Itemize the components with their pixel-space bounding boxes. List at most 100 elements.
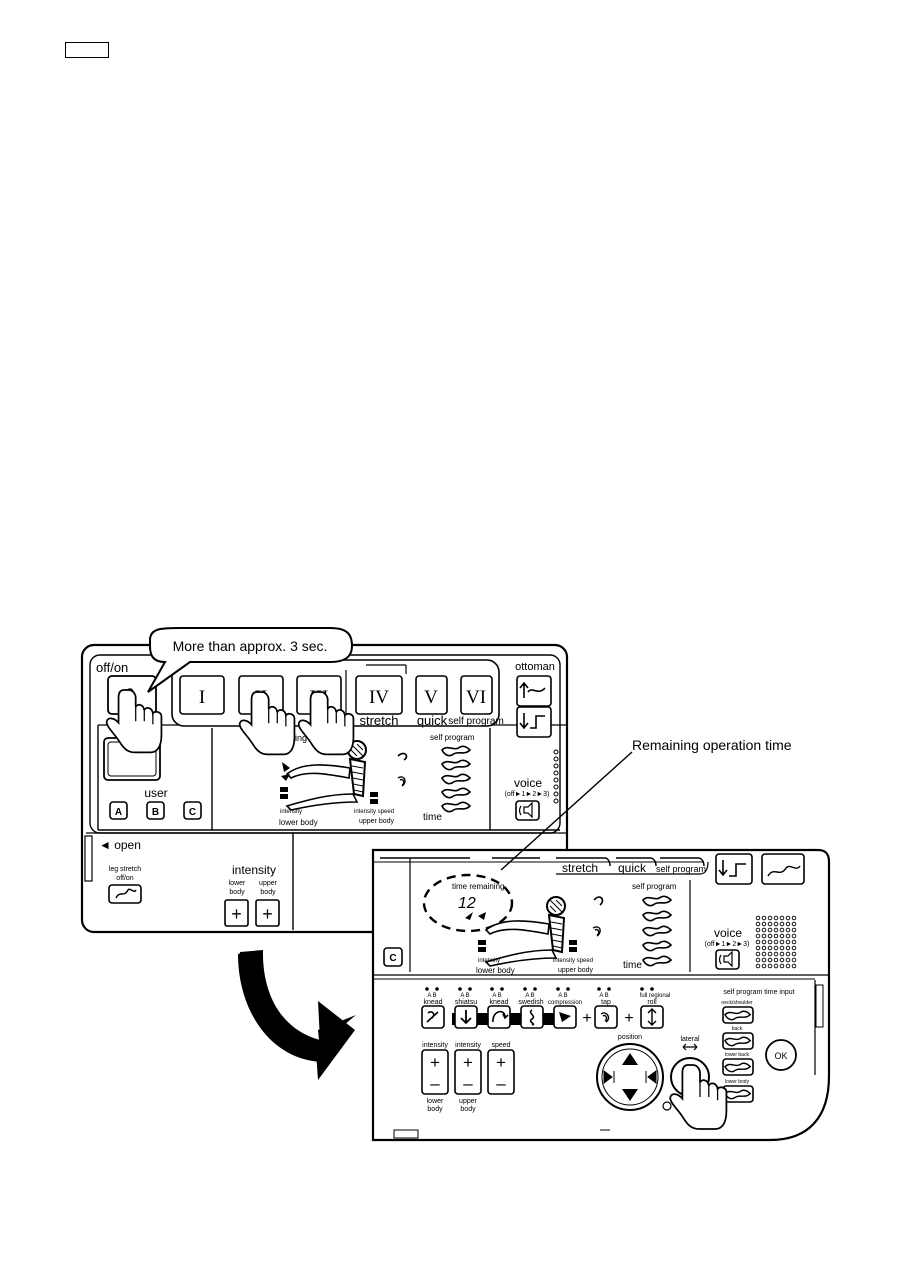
lower-label: lower bbox=[229, 880, 246, 887]
speed-stepper[interactable]: + – bbox=[487, 1049, 515, 1095]
transition-arrow-head bbox=[239, 950, 355, 1080]
mode-knead-b-button[interactable] bbox=[487, 1005, 511, 1029]
roll-label: roll bbox=[647, 999, 657, 1006]
mode-compression-label: compression bbox=[548, 1000, 582, 1006]
intensity-lower-plus-button[interactable]: + bbox=[224, 899, 249, 927]
ottoman-up-icon bbox=[519, 681, 546, 698]
svg-text:–: – bbox=[463, 1074, 473, 1093]
tap-indicator-icon bbox=[397, 776, 406, 787]
lateral-arrow-icon bbox=[682, 1043, 698, 1051]
bottom-time-label: time bbox=[623, 960, 642, 971]
user-button-b[interactable]: B bbox=[146, 801, 165, 820]
leg-stretch-button-bottom[interactable] bbox=[761, 853, 805, 885]
remaining-leader-line bbox=[500, 751, 633, 871]
knead-b-icon bbox=[492, 1010, 509, 1023]
user-button-a[interactable]: A bbox=[109, 801, 128, 820]
intensity-upper-stepper[interactable]: + – bbox=[454, 1049, 482, 1095]
self-time-input-label: self program time input bbox=[723, 989, 794, 996]
mode-knead-a-button[interactable] bbox=[421, 1005, 445, 1029]
svg-text:+: + bbox=[262, 904, 273, 924]
leg-stretch-sub-label: off/on bbox=[116, 875, 133, 882]
lateral-label: lateral bbox=[680, 1036, 700, 1043]
program-button-5[interactable]: V bbox=[415, 675, 448, 715]
mode-shiatsu-button[interactable] bbox=[454, 1005, 478, 1029]
int2-label: intensity bbox=[455, 1042, 481, 1049]
stretch-label: stretch bbox=[359, 713, 398, 728]
time-remaining-value: 12 bbox=[458, 895, 476, 912]
voice-sub-label: (off►1►2►3) bbox=[505, 791, 550, 798]
tab-stretch: stretch bbox=[562, 861, 598, 875]
ottoman-down-icon bbox=[718, 860, 746, 877]
callout-bubble: More than approx. 3 sec. bbox=[147, 627, 354, 693]
ottoman-down-button[interactable] bbox=[516, 706, 552, 738]
svg-text:A B: A B bbox=[525, 993, 534, 999]
mode-swedish-button[interactable] bbox=[520, 1005, 544, 1029]
svg-text:neck/shoulder: neck/shoulder bbox=[721, 1000, 752, 1006]
position-right-icon bbox=[645, 1070, 657, 1084]
ottoman-down-button-bottom[interactable] bbox=[715, 853, 753, 885]
program-button-1[interactable]: I bbox=[179, 675, 225, 715]
mode-compression-button[interactable] bbox=[553, 1005, 577, 1029]
ok-button[interactable]: OK bbox=[765, 1039, 797, 1071]
mode-shiatsu-label: shiatsu bbox=[455, 999, 477, 1006]
neck-shoulder-button[interactable] bbox=[722, 1006, 754, 1024]
svg-text:+: + bbox=[582, 1010, 591, 1027]
tap-icon bbox=[600, 1012, 610, 1023]
intensity-lower-stepper[interactable]: + – bbox=[421, 1049, 449, 1095]
svg-text:lower: lower bbox=[427, 1098, 444, 1105]
swedish-icon bbox=[529, 1009, 535, 1026]
svg-text:A B: A B bbox=[427, 993, 436, 999]
voice-button[interactable] bbox=[515, 800, 540, 821]
position-pad[interactable] bbox=[596, 1043, 664, 1111]
ottoman-down-icon bbox=[519, 713, 545, 730]
user-label: user bbox=[144, 786, 167, 800]
bottom-lower-body-label: lower body bbox=[476, 966, 515, 975]
svg-text:body: body bbox=[460, 1106, 476, 1113]
bottom-intensity-label: intensity bbox=[478, 958, 500, 964]
self-program-label: self program bbox=[448, 716, 504, 727]
time-remaining-label: time remaining bbox=[452, 882, 504, 891]
mode-indicator-icon bbox=[281, 762, 290, 781]
svg-text:A B: A B bbox=[599, 993, 608, 999]
svg-text:body: body bbox=[427, 1106, 443, 1113]
intensity-upper-plus-button[interactable]: + bbox=[255, 899, 280, 927]
quick-label: quick bbox=[417, 713, 448, 728]
mode-tap-button[interactable] bbox=[594, 1005, 618, 1029]
intensity-lower-label: intensity bbox=[280, 809, 302, 815]
compression-icon bbox=[559, 1012, 571, 1022]
tab-quick: quick bbox=[618, 861, 647, 875]
mode-swedish-label: swedish bbox=[518, 999, 543, 1006]
speaker-icon bbox=[718, 950, 733, 968]
back-button[interactable] bbox=[722, 1032, 754, 1050]
lower-body-label: lower body bbox=[279, 818, 318, 827]
bottom-voice-button[interactable] bbox=[715, 949, 740, 970]
roll-icon bbox=[647, 1008, 657, 1026]
knead-indicator-icon bbox=[593, 896, 604, 906]
shiatsu-icon bbox=[460, 1010, 472, 1025]
svg-text:+: + bbox=[463, 1053, 473, 1072]
roll-button[interactable] bbox=[640, 1005, 664, 1029]
mode-dots bbox=[425, 987, 654, 991]
svg-text:+: + bbox=[430, 1053, 440, 1072]
offon-label: off/on bbox=[96, 660, 128, 675]
svg-text:I: I bbox=[199, 687, 205, 708]
svg-text:A B: A B bbox=[492, 993, 501, 999]
time-remaining-highlight bbox=[422, 873, 514, 933]
bottom-control-panel: stretch quick self program time remainin… bbox=[371, 848, 831, 1142]
leg-stretch-button[interactable] bbox=[108, 884, 142, 904]
bottom-speaker-grille bbox=[755, 915, 797, 969]
mode-knead-a-label: knead bbox=[423, 999, 442, 1006]
svg-text:upper: upper bbox=[459, 1098, 478, 1105]
program-button-6[interactable]: VI bbox=[460, 675, 493, 715]
lower-body-button[interactable] bbox=[722, 1085, 754, 1103]
program-button-4[interactable]: IV bbox=[355, 675, 403, 715]
mode-knead-b-label: knead bbox=[489, 999, 508, 1006]
svg-text:lower body: lower body bbox=[725, 1079, 750, 1085]
bottom-user-c-button[interactable]: C bbox=[383, 947, 403, 967]
lower-back-button[interactable] bbox=[722, 1058, 754, 1076]
position-down-icon bbox=[622, 1089, 638, 1101]
roll-top-label: full regional bbox=[640, 993, 671, 999]
knead-icon bbox=[426, 1011, 439, 1023]
ottoman-up-button[interactable] bbox=[516, 675, 552, 707]
user-button-c[interactable]: C bbox=[183, 801, 202, 820]
